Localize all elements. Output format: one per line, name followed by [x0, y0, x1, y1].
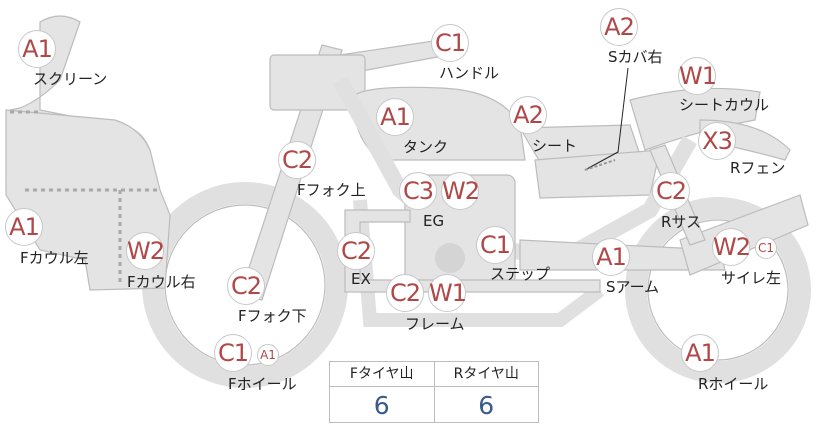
- screen-label: スクリーン: [33, 70, 108, 88]
- f-cowl-right-badge-1: W2: [126, 232, 165, 270]
- f-cowl-left-label: Fカウル左: [20, 249, 89, 267]
- tire-tread-table: Fタイヤ山 6 Rタイヤ山 6: [329, 361, 539, 423]
- f-cowl-left-badge-1: A1: [5, 208, 43, 246]
- frame-badge-1: C2: [386, 274, 424, 312]
- rear-tire-value: 6: [478, 391, 495, 420]
- frame-badge-2: W1: [428, 274, 467, 312]
- engine-badge-2: W2: [441, 172, 480, 210]
- seat-cowl-label: シートカウル: [679, 96, 770, 114]
- rear-tire-header: Rタイヤ山: [434, 362, 538, 387]
- seat-badge-1: A2: [509, 96, 547, 134]
- front-tire-column: Fタイヤ山 6: [330, 362, 434, 422]
- seat-cowl-shape: [629, 87, 761, 151]
- frame-label: フレーム: [405, 315, 465, 333]
- r-sus-badge-1: C2: [652, 172, 690, 210]
- engine-badge-1: C3: [399, 172, 437, 210]
- r-wheel-label: Rホイール: [698, 375, 769, 393]
- silencer-left-badge-1: W2: [712, 228, 751, 266]
- front-tire-value: 6: [373, 391, 390, 420]
- cowl-divider: [10, 110, 160, 285]
- exhaust-label: EX: [351, 270, 371, 288]
- exhaust-badge-1: C2: [337, 232, 375, 270]
- s-cover-leader-dash: [584, 159, 616, 171]
- screen-badge-1: A1: [18, 30, 56, 68]
- tank-label: タンク: [403, 138, 449, 156]
- f-fork-upper-badge-1: C2: [278, 141, 316, 179]
- f-cowl-right-label: Fカウル右: [127, 273, 196, 291]
- rear-wheel-hub: [647, 219, 789, 361]
- step-badge-1: C1: [476, 226, 514, 264]
- r-wheel-badge-1: A1: [681, 334, 719, 372]
- engine-cover: [435, 243, 465, 273]
- s-arm-badge-1: A1: [592, 238, 630, 276]
- silencer-left-label: サイレ左: [721, 269, 782, 287]
- s-arm-label: Sアーム: [606, 278, 660, 296]
- seat-label: シート: [532, 137, 578, 155]
- engine-label: EG: [423, 212, 445, 230]
- rear-wheel-shape: [625, 197, 811, 383]
- f-wheel-badge-2: A1: [257, 344, 279, 366]
- handle-badge-1: C1: [431, 24, 469, 62]
- f-fork-lower-badge-1: C2: [227, 267, 265, 305]
- handle-label: ハンドル: [439, 64, 500, 82]
- rear-tire-column: Rタイヤ山 6: [433, 362, 538, 422]
- s-cover-leader: [584, 67, 629, 171]
- r-sus-label: Rサス: [661, 213, 702, 231]
- tank-badge-1: A1: [376, 98, 414, 136]
- f-fork-lower-label: Fフォク下: [238, 307, 307, 325]
- s-cover-right-badge-1: A2: [600, 8, 638, 46]
- f-wheel-badge-1: C1: [214, 334, 252, 372]
- seat-cowl-badge-1: W1: [678, 57, 717, 95]
- r-fender-label: Rフェン: [730, 159, 786, 177]
- s-cover-right-label: Sカバ右: [608, 48, 663, 66]
- r-fender-badge-1: X3: [698, 122, 736, 160]
- silencer-left-badge-2: C1: [755, 237, 777, 259]
- f-wheel-label: Fホイール: [228, 375, 297, 393]
- f-fork-upper-label: Fフォク上: [297, 181, 366, 199]
- step-label: ステップ: [490, 265, 551, 283]
- front-tire-header: Fタイヤ山: [330, 362, 434, 387]
